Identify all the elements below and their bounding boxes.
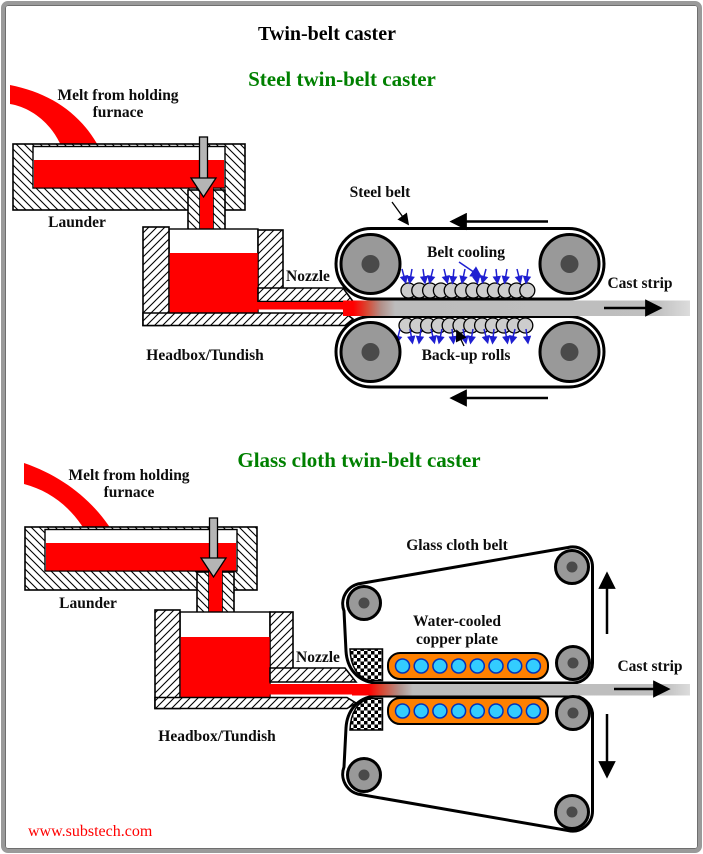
steel-nozzle-label: Nozzle [286,268,330,285]
glass-caster-diagram: Glass cloth twin-belt caster [24,448,690,833]
page-title: Twin-belt caster [258,23,396,45]
steel-belt-pulleys [339,233,601,383]
steel-top-belt [334,227,606,301]
steel-heading: Steel twin-belt caster [248,67,436,91]
glass-pour-arrow-icon [199,517,228,579]
steel-caster-diagram: Steel twin-belt caster [10,67,690,407]
belt-cooling-pointer-arrow [458,261,483,279]
glass-cast-strip-label: Cast strip [617,658,682,675]
steel-cast-strip [343,300,690,316]
steel-backup-rolls-top-row [400,282,536,299]
glass-nozzle-top-wall [269,667,358,683]
glass-melt-stream [24,463,120,545]
steel-backup-rolls-bottom-row [398,317,534,334]
glass-nozzle-channel [268,684,376,695]
glass-belt-label: Glass cloth belt [406,537,508,554]
glass-heading: Glass cloth twin-belt caster [237,448,480,472]
copper-plate-label-line1: Water-cooled [413,613,501,630]
backup-rolls-pointer-arrow [455,329,467,347]
glass-launder-label: Launder [59,595,117,612]
steel-melt-label-line2: furnace [93,104,144,121]
glass-melt-label-line2: furnace [104,484,155,501]
steel-headbox-bottom-wall [142,312,355,327]
steel-pour-arrow-icon [189,136,218,199]
steel-headbox [142,226,355,327]
glass-headbox-label: Headbox/Tundish [158,728,276,745]
copper-plate-label-line2: copper plate [416,631,498,648]
glass-bottom-dam-block [349,697,384,731]
glass-top-dam-block [349,648,384,682]
glass-melt-label-line1: Melt from holding [68,467,189,484]
steel-cast-strip-label: Cast strip [607,275,672,292]
glass-headbox [154,609,376,710]
steel-nozzle-top-wall [257,287,355,303]
steel-headbox-label: Headbox/Tundish [146,347,264,364]
steel-bottom-belt [334,315,606,389]
backup-rolls-label: Back-up rolls [422,347,511,364]
steel-belt-label: Steel belt [350,184,412,201]
steel-melt-stream [10,85,106,162]
glass-headbox-bottom-wall [154,696,358,710]
glass-top-belt [341,545,594,685]
steel-belt-pointer-arrow [391,201,410,226]
top-copper-plate [387,652,549,680]
glass-cast-strip [352,684,690,696]
watermark: www.substech.com [28,823,153,840]
belt-cooling-label: Belt cooling [427,244,505,261]
glass-belt-pulleys [346,549,591,830]
glass-nozzle-label: Nozzle [296,649,340,666]
bottom-copper-plate [387,697,549,725]
steel-melt-label-line1: Melt from holding [57,87,178,104]
steel-launder-label: Launder [48,214,106,231]
steel-nozzle-channel [257,302,353,310]
